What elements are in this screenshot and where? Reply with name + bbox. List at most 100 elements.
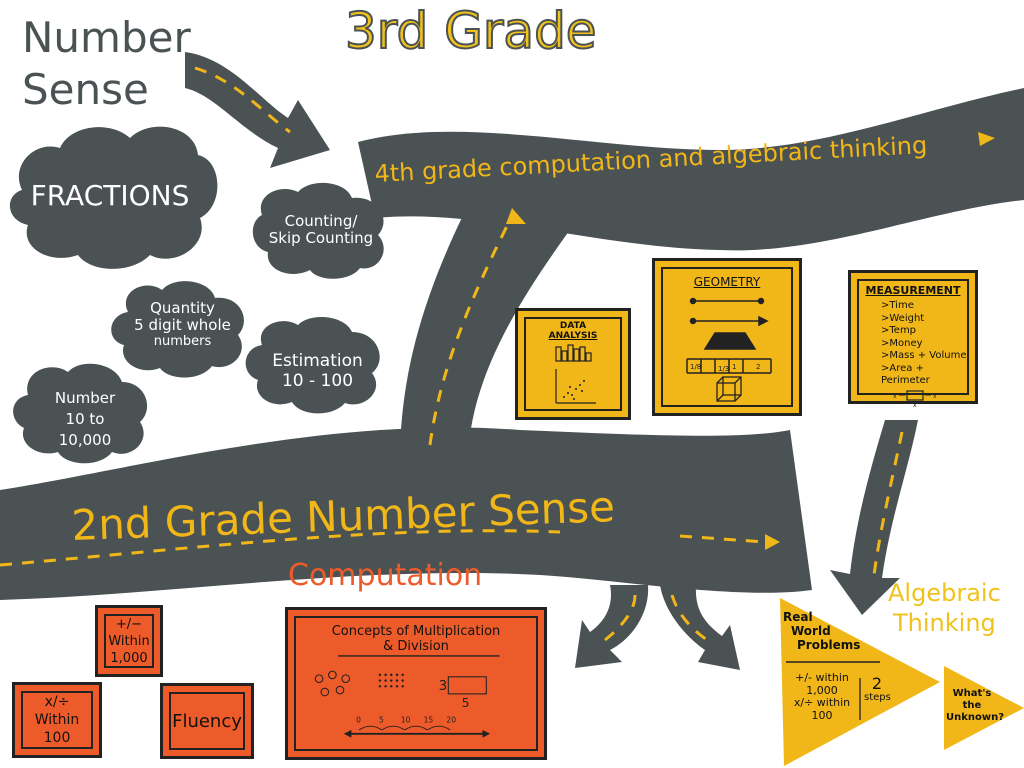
cloud-number <box>13 363 148 464</box>
number-sense-heading-line1: Number <box>22 13 191 62</box>
measurement-list: >Time >Weight >Temp >Money >Mass + Volum… <box>859 300 967 388</box>
number-line-label-15: 15 <box>424 715 434 724</box>
mult-div-line1: Within <box>34 712 80 728</box>
road-2nd-grade <box>0 427 812 600</box>
fluency-inner: Fluency <box>169 692 245 750</box>
real-world-title-line2: World <box>791 624 831 638</box>
number-sense-heading: Number Sense <box>22 12 191 116</box>
algebraic-heading-line1: Algebraic <box>888 579 1001 607</box>
geometry-inner: GEOMETRY 1/8 1 1/3 2 <box>661 267 793 407</box>
geometry-fraction-4: 2 <box>756 363 760 371</box>
road-arrowheads <box>506 132 995 550</box>
concepts-divisor: 5 <box>462 696 470 710</box>
algebraic-heading-line2: Thinking <box>893 609 996 637</box>
real-world-line4: 100 <box>811 708 833 722</box>
add-sub-symbol: +/− <box>115 616 143 632</box>
road-connector <box>400 185 595 460</box>
geometry-fraction-3: 1/3 <box>718 365 729 373</box>
computation-heading: Computation <box>288 558 483 593</box>
mult-div-card: x/÷ Within 100 <box>12 682 102 758</box>
cloud-number-label: Number 10 to 10,000 <box>25 388 145 451</box>
road-split-right <box>660 585 740 670</box>
data-analysis-title-line1: DATA <box>559 321 587 331</box>
concepts-card: Concepts of Multiplication & Division 3 … <box>285 607 547 760</box>
data-analysis-card: DATA ANALYSIS <box>515 308 631 420</box>
measurement-item-weight: >Weight <box>881 312 925 324</box>
real-world-line1: +/- within <box>795 671 849 684</box>
geometry-card: GEOMETRY 1/8 1 1/3 2 <box>652 258 802 416</box>
add-sub-card: +/− Within 1,000 <box>95 605 163 677</box>
number-line-label-0: 0 <box>356 715 361 724</box>
unknown-label: What's the Unknown? <box>946 688 1005 724</box>
cloud-quantity-label: Quantity 5 digit whole numbers <box>120 299 245 349</box>
cloud-quantity <box>111 281 244 378</box>
cloud-estimation <box>245 316 380 414</box>
cloud-number-line2: 10 to <box>65 410 105 428</box>
fluency-label: Fluency <box>172 710 242 732</box>
add-sub-line1: Within <box>108 633 150 649</box>
cloud-estimation-line2: 10 - 100 <box>281 370 354 391</box>
real-world-list: +/- within 1,000 x/÷ within 100 <box>787 671 857 722</box>
concepts-inner: Concepts of Multiplication & Division 3 … <box>294 616 538 751</box>
cloud-estimation-line1: Estimation <box>272 351 363 371</box>
unknown-line1: What's <box>952 688 992 699</box>
data-analysis-inner: DATA ANALYSIS <box>524 317 622 411</box>
cloud-counting-line1: Counting/ <box>284 212 358 230</box>
measurement-diagram-label-3: x <box>913 402 917 408</box>
mult-div-line2: 100 <box>43 730 71 746</box>
cloud-counting-label: Counting/ Skip Counting <box>260 212 382 248</box>
geometry-graphics: 1/8 1 1/3 2 <box>686 297 772 402</box>
cloud-number-line3: 10,000 <box>58 431 112 449</box>
cloud-estimation-label: Estimation 10 - 100 <box>255 351 380 391</box>
cloud-quantity-line2: 5 digit whole <box>134 316 231 335</box>
road-split-left <box>575 585 649 668</box>
concepts-title-line2: & Division <box>383 639 449 654</box>
number-line-label-20: 20 <box>446 715 456 724</box>
page-title: 3rd Grade <box>344 1 598 61</box>
data-analysis-graphics <box>555 344 596 404</box>
road-arrow-number-sense <box>185 52 330 168</box>
add-sub-inner: +/− Within 1,000 <box>104 614 154 668</box>
unknown-triangle <box>944 666 1024 750</box>
measurement-diagram-label-2: x <box>933 393 937 400</box>
real-world-title: Real World Problems <box>783 610 860 652</box>
data-analysis-title-line2: ANALYSIS <box>548 331 598 341</box>
add-sub-line2: 1,000 <box>110 650 148 666</box>
mult-div-inner: x/÷ Within 100 <box>21 691 93 749</box>
cloud-quantity-line1: Quantity <box>150 299 215 317</box>
cloud-fractions <box>9 126 218 269</box>
algebraic-thinking-heading: Algebraic Thinking <box>888 578 1001 638</box>
measurement-card: MEASUREMENT >Time >Weight >Temp >Money >… <box>848 270 978 409</box>
unknown-line3: Unknown? <box>946 712 1005 723</box>
measurement-diagram-label-1: x <box>893 393 897 400</box>
concepts-title-line1: Concepts of Multiplication <box>331 624 501 639</box>
cloud-counting-line2: Skip Counting <box>268 229 374 248</box>
measurement-item-temp: >Temp <box>881 325 917 336</box>
measurement-item-money: >Money <box>881 337 923 349</box>
number-line-label-10: 10 <box>401 715 411 724</box>
geometry-title: GEOMETRY <box>693 275 761 289</box>
cloud-quantity-line3: numbers <box>153 333 212 349</box>
cloud-fractions-label: FRACTIONS <box>30 179 190 212</box>
geometry-fraction-1: 1/8 <box>690 363 701 371</box>
measurement-graphics: x x x <box>893 389 937 409</box>
number-sense-heading-line2: Sense <box>22 65 149 114</box>
real-world-title-line3: Problems <box>797 638 861 652</box>
real-world-line2: 1,000 <box>806 683 838 697</box>
mult-div-symbol: x/÷ <box>44 694 70 710</box>
concepts-graphics: 3 5 0 5 10 15 20 <box>314 655 500 738</box>
real-world-steps-label: steps <box>864 692 891 703</box>
number-line-label-5: 5 <box>379 715 384 724</box>
measurement-item-time: >Time <box>881 300 914 311</box>
road-dashes <box>0 66 904 644</box>
real-world-line3: x/÷ within <box>793 696 851 709</box>
fluency-card: Fluency <box>160 683 254 759</box>
geometry-fraction-2: 1 <box>732 363 736 371</box>
road-arrow-measurement <box>830 420 918 615</box>
unknown-line2: the <box>962 700 982 711</box>
measurement-inner: MEASUREMENT >Time >Weight >Temp >Money >… <box>857 279 969 409</box>
cloud-counting <box>252 182 384 279</box>
